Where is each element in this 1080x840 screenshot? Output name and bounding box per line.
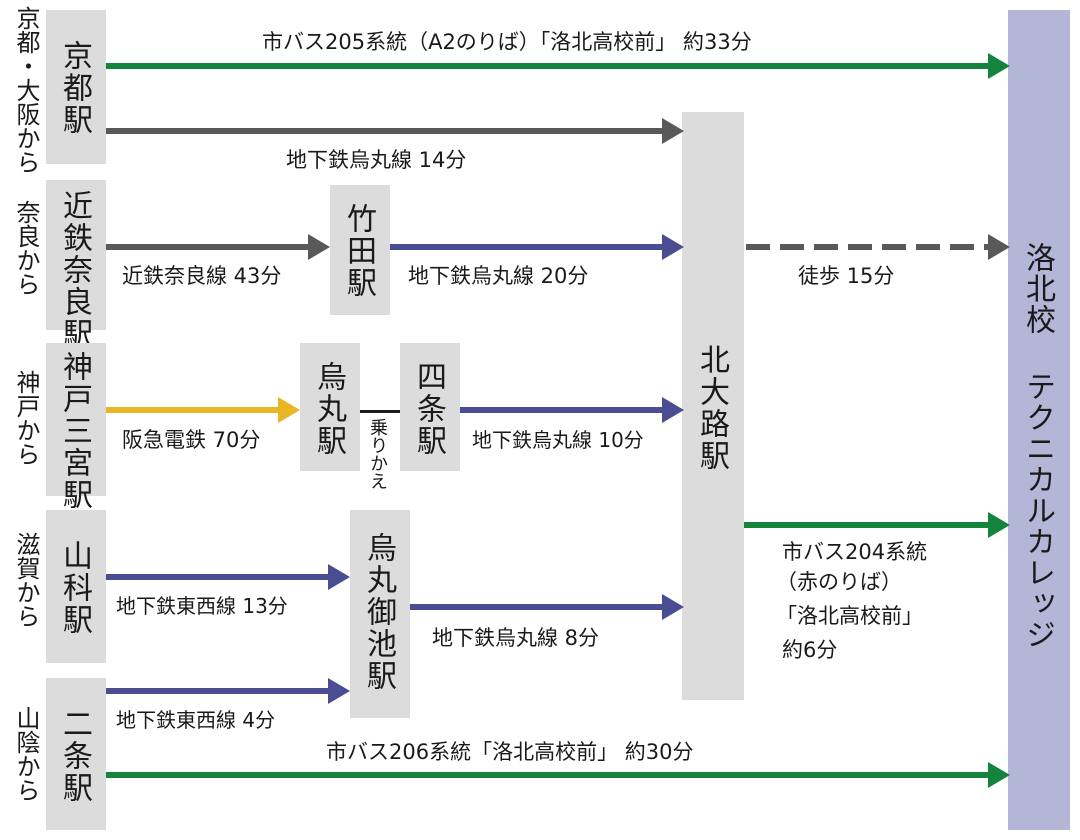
arrow-bus205-line <box>106 63 990 69</box>
destination-label: 洛北校 テクニカルカレッジ <box>1020 242 1055 650</box>
arrow-subway-shijo-head <box>662 397 684 423</box>
label-bus204-line3: 「洛北高校前」 <box>776 604 923 628</box>
origin-shiga: 滋賀から <box>12 532 40 628</box>
label-tozai-yamashina: 地下鉄東西線 13分 <box>116 594 288 618</box>
station-karasuma-oike: 烏丸御池駅 <box>350 510 410 718</box>
label-bus205: 市バス205系統（A2のりば）「洛北高校前」 約33分 <box>262 30 752 54</box>
station-kyoto: 京都駅 <box>46 10 106 164</box>
arrow-tozai-nijo-line <box>106 688 330 694</box>
label-bus204-line2: （赤のりば） <box>776 570 902 594</box>
label-walk: 徒歩 15分 <box>798 264 895 288</box>
station-nijo: 二条駅 <box>46 678 106 830</box>
arrow-walk-line <box>746 244 988 250</box>
transfer-line <box>360 410 400 413</box>
destination-box: 洛北校 テクニカルカレッジ <box>1008 10 1070 830</box>
station-kintetsu-nara-label: 近鉄奈良駅 <box>57 190 92 350</box>
arrow-subway-takeda-line <box>390 244 664 250</box>
arrow-subway-oike-head <box>662 594 684 620</box>
arrow-bus204-head <box>988 512 1010 538</box>
station-yamashina-label: 山科駅 <box>57 540 92 636</box>
origin-kyoto-osaka: 京都・大阪から <box>12 6 40 174</box>
station-kobe-sannomiya: 神戸三宮駅 <box>46 343 106 511</box>
station-takeda-label: 竹田駅 <box>341 203 376 299</box>
arrow-hankyu-head <box>278 397 300 423</box>
origin-kobe: 神戸から <box>12 370 40 466</box>
arrow-subway-kyoto-head <box>662 118 684 144</box>
label-bus206: 市バス206系統「洛北高校前」 約30分 <box>326 740 694 764</box>
arrow-hankyu-line <box>106 407 280 413</box>
station-karasuma-label: 烏丸駅 <box>311 361 346 457</box>
label-subway-oike: 地下鉄烏丸線 8分 <box>432 626 600 650</box>
arrow-tozai-nijo-head <box>328 678 350 704</box>
arrow-walk-head <box>988 234 1010 260</box>
arrow-kintetsu-line <box>106 244 310 250</box>
label-subway-shijo: 地下鉄烏丸線 10分 <box>472 428 644 452</box>
station-karasuma: 烏丸駅 <box>300 343 360 471</box>
transfer-label: 乗りかえ <box>367 418 388 490</box>
label-subway-takeda: 地下鉄烏丸線 20分 <box>408 264 589 288</box>
station-takeda: 竹田駅 <box>330 185 390 315</box>
arrow-kintetsu-head <box>308 234 330 260</box>
station-nijo-label: 二条駅 <box>57 708 92 804</box>
arrow-subway-shijo-line <box>460 407 664 413</box>
station-kitaoji-label: 北大路駅 <box>694 344 729 472</box>
arrow-bus204-line <box>744 522 990 528</box>
station-shijo: 四条駅 <box>400 343 460 471</box>
arrow-tozai-yamashina-line <box>106 574 330 580</box>
station-kyoto-label: 京都駅 <box>57 40 92 136</box>
arrow-bus206-line <box>106 772 990 778</box>
arrow-tozai-yamashina-head <box>328 564 350 590</box>
arrow-bus205-head <box>988 53 1010 79</box>
station-yamashina: 山科駅 <box>46 510 106 663</box>
station-kintetsu-nara: 近鉄奈良駅 <box>46 180 106 350</box>
label-bus204-line1: 市バス204系統 <box>782 540 928 564</box>
origin-sanin: 山陰から <box>12 706 40 802</box>
station-kitaoji: 北大路駅 <box>682 112 744 700</box>
station-karasuma-oike-label: 烏丸御池駅 <box>361 532 396 692</box>
arrow-subway-oike-line <box>410 604 664 610</box>
label-bus204-line4: 約6分 <box>782 638 838 662</box>
station-kobe-sannomiya-label: 神戸三宮駅 <box>57 351 92 511</box>
label-kintetsu: 近鉄奈良線 43分 <box>122 264 282 288</box>
station-shijo-label: 四条駅 <box>411 361 446 457</box>
label-tozai-nijo: 地下鉄東西線 4分 <box>116 708 276 732</box>
origin-nara: 奈良から <box>12 200 40 296</box>
arrow-subway-takeda-head <box>662 234 684 260</box>
arrow-subway-kyoto-line <box>106 128 664 134</box>
label-hankyu: 阪急電鉄 70分 <box>122 428 261 452</box>
arrow-bus206-head <box>988 762 1010 788</box>
label-subway-kyoto: 地下鉄烏丸線 14分 <box>286 148 467 172</box>
